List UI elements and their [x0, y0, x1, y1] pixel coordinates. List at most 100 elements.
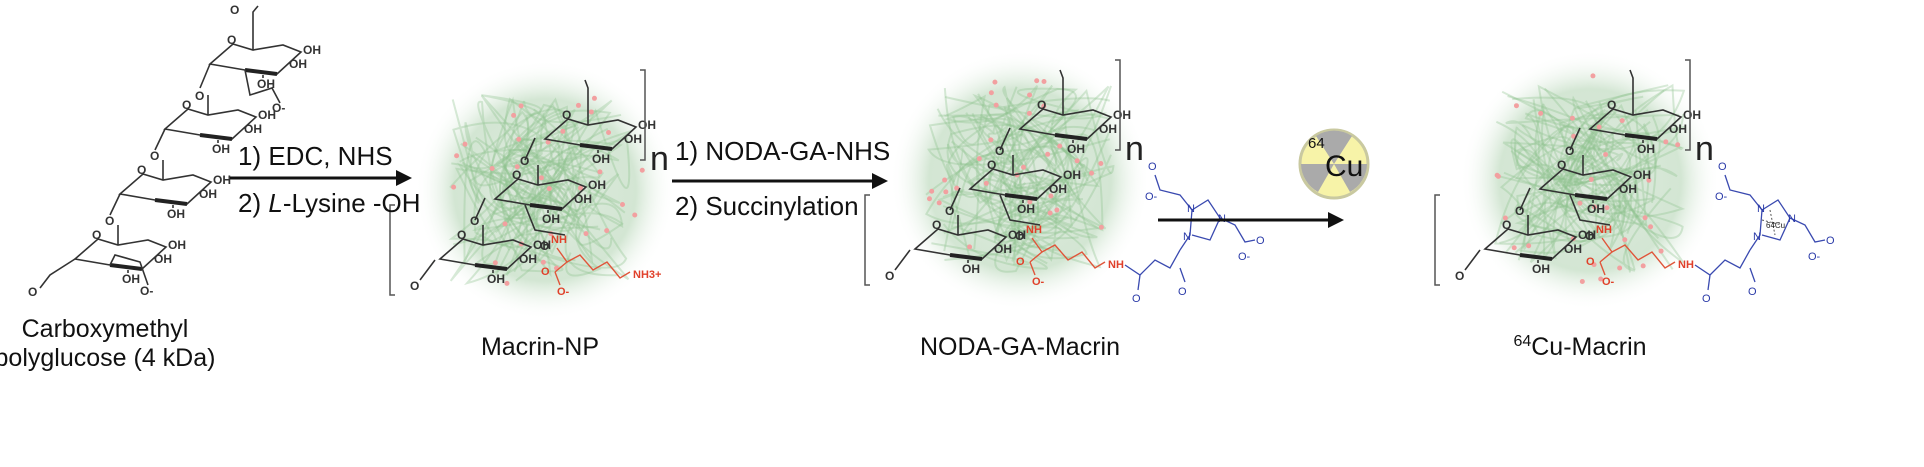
crosslink-dot: [926, 196, 932, 202]
crosslink-dot: [604, 228, 610, 234]
step1-label-line1: Carboxymethyl: [22, 315, 189, 343]
polymer-strand: [936, 108, 1100, 232]
polymer-strand: [488, 97, 628, 278]
atom-o: O: [230, 3, 239, 17]
polymer-strand: [473, 148, 626, 277]
atom-o: O: [1515, 204, 1524, 218]
atom-nh: NH: [551, 234, 567, 246]
crosslink-dot: [583, 231, 589, 237]
polymer-strand: [488, 96, 621, 210]
crosslink-dot: [1569, 115, 1575, 121]
polymer-strand: [1507, 83, 1684, 239]
atom-o: O: [1565, 144, 1574, 158]
crosslink-dot: [1057, 143, 1063, 149]
crosslink-dot: [575, 102, 581, 108]
crosslink-dot: [606, 130, 612, 136]
polymer-strand: [1514, 151, 1632, 273]
atom-o: O: [1748, 286, 1757, 298]
crosslink-dot: [462, 141, 468, 147]
atom-o-minus: O-: [1715, 191, 1728, 203]
crosslink-dot: [1027, 92, 1033, 98]
polymer-strand: [971, 87, 1111, 230]
reaction2-condition-2: 2) Succinylation: [675, 191, 859, 221]
atom-o-minus: O-: [1808, 251, 1821, 263]
atom-cu64: 64Cu: [1766, 221, 1785, 230]
step4-label: 64Cu-Macrin: [1513, 333, 1646, 361]
crosslink-dot: [988, 137, 994, 143]
atom-nh: NH: [1678, 259, 1694, 271]
crosslink-dot: [1603, 151, 1609, 157]
reagent-symbol: Cu: [1325, 150, 1363, 183]
crosslink-dot: [511, 112, 517, 118]
atom-o: O: [1826, 235, 1835, 247]
polymer-strand: [928, 117, 1071, 199]
repeat-bracket-left: [1434, 194, 1440, 286]
atom-o: O: [410, 279, 419, 293]
atom-o: O: [1016, 256, 1025, 268]
polymer-strand: [451, 99, 612, 264]
crosslink-dot: [1604, 205, 1610, 211]
crosslink-dot: [502, 221, 508, 227]
crosslink-dot: [1577, 200, 1583, 206]
crosslink-dot: [560, 128, 566, 134]
polymer-strand: [513, 129, 633, 281]
atom-nh3-plus: NH3+: [633, 269, 661, 281]
atom-o: O: [1702, 293, 1711, 305]
polymer-strand: [1514, 103, 1672, 272]
atom-o: O: [1178, 286, 1187, 298]
polymer-strand: [472, 157, 601, 232]
crosslink-dot: [988, 90, 994, 96]
atom-n: N: [1187, 203, 1195, 215]
polymer-strand: [1529, 112, 1635, 264]
atom-o-minus: O-: [1238, 251, 1251, 263]
atom-o: O: [885, 269, 894, 283]
crosslink-dot: [1663, 139, 1669, 145]
crosslink-dot: [619, 201, 625, 207]
crosslink-dot: [639, 167, 645, 173]
atom-o: O: [1585, 229, 1594, 243]
step3-label: NODA-GA-Macrin: [920, 333, 1120, 361]
atom-nh: NH: [1596, 224, 1612, 236]
atom-o: O: [1718, 161, 1727, 173]
crosslink-dot: [1642, 215, 1648, 221]
crosslink-dot: [518, 103, 524, 109]
crosslink-dot: [540, 259, 546, 265]
crosslink-dot: [967, 244, 973, 250]
crosslink-dot: [1495, 173, 1501, 179]
atom-o-minus: O-: [1145, 191, 1158, 203]
radiation-icon: 64 Cu: [1298, 128, 1370, 200]
arrowhead-icon: [396, 170, 412, 186]
polymer-strand: [943, 85, 1110, 252]
repeat-n-label: n: [650, 140, 669, 178]
reaction1-condition-2: 2) L-Lysine -OH: [238, 188, 421, 218]
nanoparticle-sphere: [415, 60, 675, 320]
repeat-bracket-right: [1115, 59, 1121, 151]
polymer-strand: [1501, 90, 1614, 253]
atom-nh: NH: [1108, 259, 1124, 271]
repeat-bracket-left: [864, 194, 870, 286]
polymer-strand: [1499, 84, 1650, 225]
atom-o: O: [945, 204, 954, 218]
crosslink-dot: [1640, 263, 1646, 269]
atom-o-minus: O-: [1032, 276, 1045, 288]
carboxymethyl-polyglucose-structure: O O O- O O O- O: [28, 3, 323, 299]
crosslink-dot: [936, 200, 942, 206]
polymer-strand: [515, 103, 575, 282]
crosslink-dot: [1658, 248, 1664, 254]
crosslink-dot: [577, 185, 583, 191]
polymer-strand: [1495, 110, 1609, 260]
crosslink-dot: [1045, 151, 1051, 157]
reagent-mass-number: 64: [1308, 135, 1325, 152]
polymer-strand: [925, 145, 1088, 262]
polymer-strand: [449, 94, 613, 250]
arrowhead-icon: [872, 173, 888, 189]
crosslink-dot: [993, 102, 999, 108]
crosslink-dot: [492, 260, 498, 266]
crosslink-dot: [1098, 161, 1104, 167]
crosslink-dot: [489, 166, 495, 172]
repeat-n-label: n: [1125, 130, 1144, 168]
crosslink-dot: [976, 156, 982, 162]
crosslink-dot: [1034, 78, 1040, 84]
atom-o: O: [105, 214, 114, 228]
